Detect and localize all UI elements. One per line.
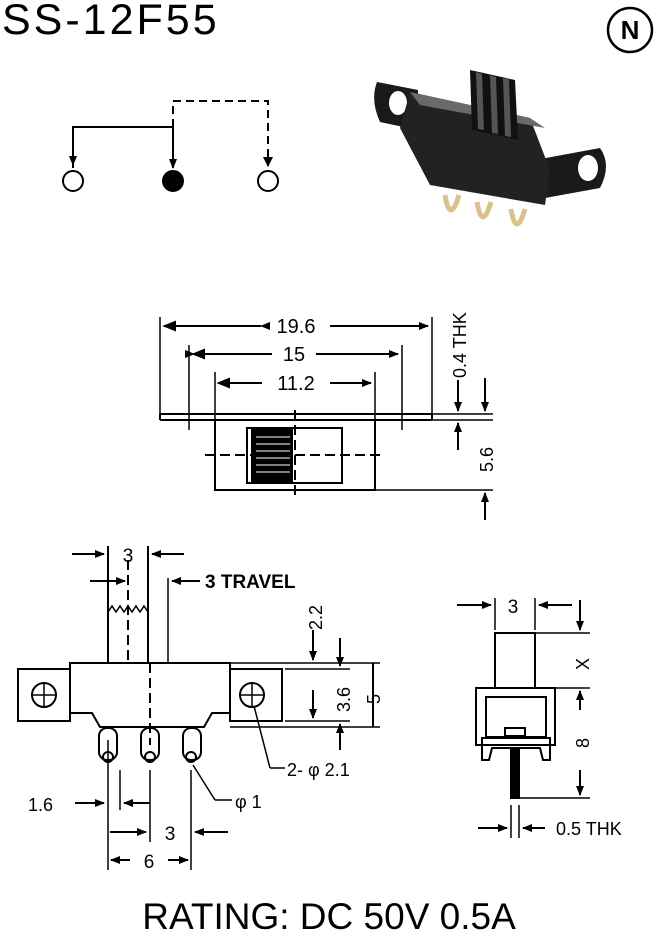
dim-pin-thickness: 0.5 THK [556,819,622,839]
svg-text:N: N [621,15,640,45]
dim-side-actuator-width: 3 [508,597,519,618]
dim-pin-hole: φ 1 [235,792,262,812]
dim-travel: 3 TRAVEL [205,572,296,593]
dim-side-body-height: 8 [573,738,593,748]
dim-actuator-width: 3 [123,546,134,567]
brand-logo: N [606,6,654,59]
schematic-symbol [62,100,279,192]
dim-plate-thickness: 0.4 THK [450,312,470,378]
dim-pin-pitch: 3 [165,824,176,845]
dim-actuator-height: 2.2 [306,605,326,630]
dim-hole-pitch: 15 [283,344,305,366]
side-view [457,598,590,838]
front-view [17,546,380,870]
dim-body-depth: 5.6 [477,447,497,472]
dim-body-height-inner: 3.6 [334,687,354,712]
top-view [159,317,493,520]
dim-pin-width: 1.6 [28,795,53,815]
model-title: SS-12F55 [2,0,220,44]
dim-overall-width: 19.6 [277,316,316,338]
dim-pin-span: 6 [144,852,155,873]
dim-body-width: 11.2 [277,373,314,395]
dim-side-actuator-height: X [573,658,593,670]
dim-body-height: 5 [364,694,384,704]
rating-text: RATING: DC 50V 0.5A [142,896,516,937]
switch-photo [374,70,606,227]
dim-mount-holes: 2- φ 2.1 [287,760,350,780]
